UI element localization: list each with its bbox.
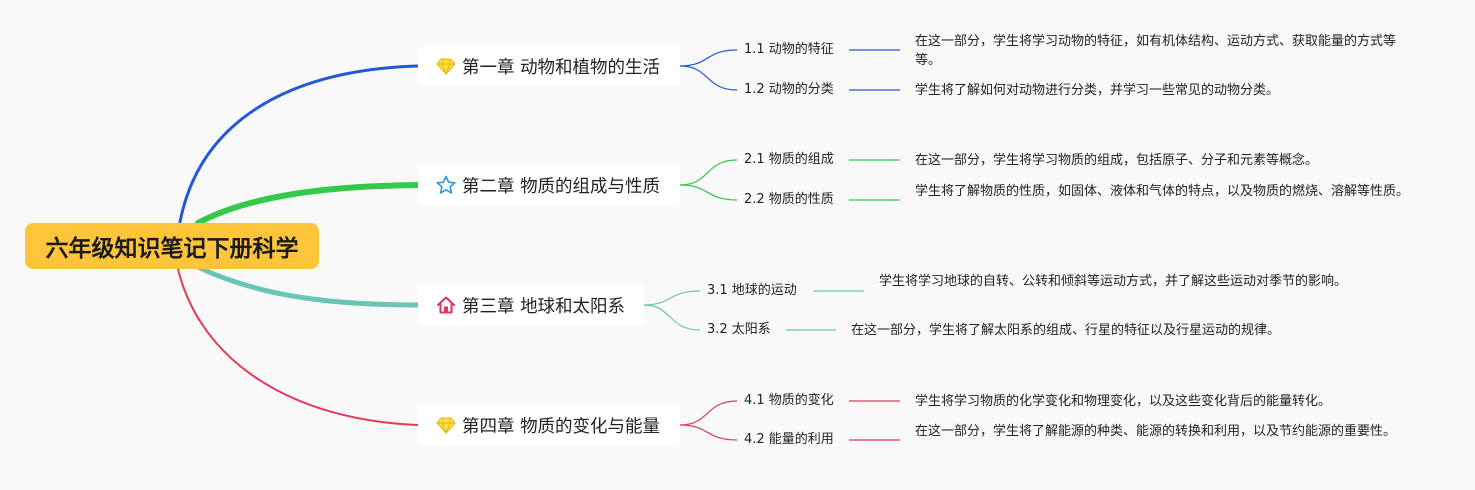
chapter-title: 第二章 物质的组成与性质 [462, 176, 661, 197]
chapter-node-4[interactable]: 第四章 物质的变化与能量 [418, 405, 680, 445]
sub-connector-1-2 [679, 65, 738, 91]
section-label: 1.1 动物的特征 [744, 42, 834, 57]
section-node-4-1[interactable]: 4.1 物质的变化 [744, 392, 834, 410]
section-label: 2.1 物质的组成 [744, 152, 834, 167]
sub-connector-3-1 [643, 290, 701, 306]
section-label: 3.2 太阳系 [707, 322, 771, 337]
chapter-title: 第一章 动物和植物的生活 [462, 57, 661, 78]
branch-connector-chapter-1 [178, 64, 420, 224]
section-node-1-1[interactable]: 1.1 动物的特征 [744, 41, 834, 59]
section-node-3-2[interactable]: 3.2 太阳系 [707, 321, 771, 339]
section-description-4-2[interactable]: 在这一部分，学生将了解能源的种类、能源的转换和利用，以及节约能源的重要性。 [915, 422, 1415, 441]
root-topic[interactable]: 六年级知识笔记下册科学 [25, 223, 319, 269]
description-text: 学生将了解如何对动物进行分类，并学习一些常见的动物分类。 [915, 83, 1280, 98]
section-label: 2.2 物质的性质 [744, 192, 834, 207]
branch-connector-chapter-4 [177, 268, 419, 426]
house-icon [436, 295, 456, 315]
sub-connector-2-1 [679, 159, 738, 186]
description-text: 在这一部分，学生将学习物质的组成，包括原子、分子和元素等概念。 [915, 153, 1319, 168]
sub-connector-4-2 [679, 424, 738, 441]
section-label: 3.1 地球的运动 [707, 283, 797, 298]
diamond-icon [436, 56, 456, 76]
branch-connector-chapter-3 [197, 265, 421, 308]
chapter-node-2[interactable]: 第二章 物质的组成与性质 [418, 165, 680, 205]
section-node-2-2[interactable]: 2.2 物质的性质 [744, 191, 834, 209]
sub-connector-1-1 [679, 49, 738, 67]
section-node-4-2[interactable]: 4.2 能量的利用 [744, 431, 834, 449]
star-icon [436, 175, 456, 195]
chapter-title: 第四章 物质的变化与能量 [462, 416, 661, 437]
section-description-3-2[interactable]: 在这一部分，学生将了解太阳系的组成、行星的特征以及行星运动的规律。 [851, 321, 1351, 340]
description-text: 在这一部分，学生将了解能源的种类、能源的转换和利用，以及节约能源的重要性。 [915, 424, 1397, 439]
section-label: 4.2 能量的利用 [744, 432, 834, 447]
section-node-1-2[interactable]: 1.2 动物的分类 [744, 81, 834, 99]
section-description-1-2[interactable]: 学生将了解如何对动物进行分类，并学习一些常见的动物分类。 [915, 81, 1415, 100]
description-text: 学生将学习地球的自转、公转和倾斜等运动方式，并了解这些运动对季节的影响。 [879, 274, 1348, 289]
description-text: 学生将了解物质的性质，如固体、液体和气体的特点，以及物质的燃烧、溶解等性质。 [915, 184, 1410, 199]
sub-connector-2-2 [679, 184, 738, 201]
section-description-2-1[interactable]: 在这一部分，学生将学习物质的组成，包括原子、分子和元素等概念。 [915, 151, 1415, 170]
diamond-icon [436, 415, 456, 435]
section-label: 4.1 物质的变化 [744, 393, 834, 408]
chapter-node-1[interactable]: 第一章 动物和植物的生活 [418, 46, 680, 86]
section-node-2-1[interactable]: 2.1 物质的组成 [744, 151, 834, 169]
section-description-2-2[interactable]: 学生将了解物质的性质，如固体、液体和气体的特点，以及物质的燃烧、溶解等性质。 [915, 182, 1415, 201]
description-text: 学生将学习物质的化学变化和物理变化，以及这些变化背后的能量转化。 [915, 394, 1332, 409]
chapter-title: 第三章 地球和太阳系 [462, 296, 626, 317]
description-text: 在这一部分，学生将了解太阳系的组成、行星的特征以及行星运动的规律。 [851, 323, 1281, 338]
section-node-3-1[interactable]: 3.1 地球的运动 [707, 282, 797, 300]
branch-connector-chapter-2 [195, 182, 421, 226]
section-description-1-1[interactable]: 在这一部分，学生将学习动物的特征，如有机体结构、运动方式、获取能量的方式等等。 [915, 32, 1415, 70]
sub-connector-3-2 [643, 304, 701, 331]
section-description-4-1[interactable]: 学生将学习物质的化学变化和物理变化，以及这些变化背后的能量转化。 [915, 392, 1415, 411]
sub-connector-4-1 [679, 400, 738, 426]
root-title: 六年级知识笔记下册科学 [45, 236, 299, 262]
chapter-node-3[interactable]: 第三章 地球和太阳系 [418, 285, 644, 325]
description-text: 在这一部分，学生将学习动物的特征，如有机体结构、运动方式、获取能量的方式等等。 [915, 34, 1397, 68]
section-label: 1.2 动物的分类 [744, 82, 834, 97]
section-description-3-1[interactable]: 学生将学习地球的自转、公转和倾斜等运动方式，并了解这些运动对季节的影响。 [879, 272, 1361, 291]
